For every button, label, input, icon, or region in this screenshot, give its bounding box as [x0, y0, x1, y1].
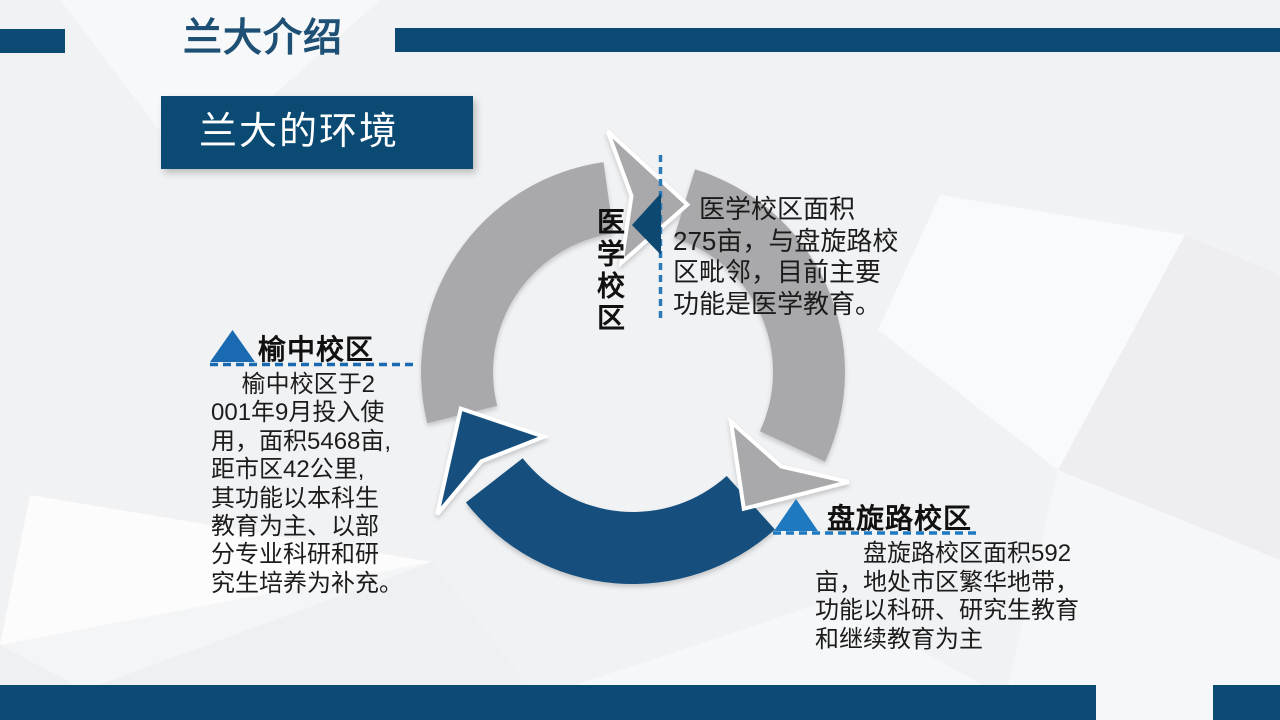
footer-bar-accent — [1213, 685, 1280, 720]
background-facet — [1058, 235, 1280, 560]
background-facet — [878, 195, 1185, 470]
page-title: 兰大介绍 — [183, 17, 344, 60]
section-title: 兰大的环境 — [199, 111, 400, 153]
section-title-box: 兰大的环境 — [161, 96, 473, 169]
cycle-arc-top-gray — [421, 162, 614, 424]
cycle-arrowhead-bottom — [435, 405, 550, 516]
header-accent-bar — [395, 28, 1280, 52]
background-facet — [60, 0, 380, 170]
label-yuzhong-campus: 榆中校区 — [258, 334, 375, 365]
label-panxuan-campus: 盘旋路校区 — [827, 503, 973, 534]
cycle-arc-bottom-blue — [465, 458, 775, 585]
cycle-arrowhead-right — [728, 416, 850, 512]
header-accent-left — [0, 29, 65, 53]
yuzhong-triangle-marker — [210, 330, 255, 362]
background-facet — [0, 562, 540, 700]
panxuan-campus-text: 盘旋路校区面积592 亩，地处市区繁华地带， 功能以科研、研究生教育 和继续教育… — [815, 540, 1079, 653]
background-facet — [560, 600, 1010, 700]
footer-bar — [0, 685, 1096, 720]
medical-triangle-marker — [632, 193, 661, 255]
cycle-arc-right-gray — [673, 169, 845, 462]
panxuan-triangle-marker — [774, 499, 818, 531]
medical-campus-text: 医学校区面积 275亩，与盘旋路校 区毗邻，目前主要 功能是医学教育。 — [673, 194, 899, 319]
yuzhong-campus-text: 榆中校区于2 001年9月投入使 用，面积5468亩, 距市区42公里, 其功能… — [211, 371, 403, 597]
background-facet — [1000, 470, 1280, 720]
label-medical-campus: 医学校区 — [594, 207, 625, 335]
